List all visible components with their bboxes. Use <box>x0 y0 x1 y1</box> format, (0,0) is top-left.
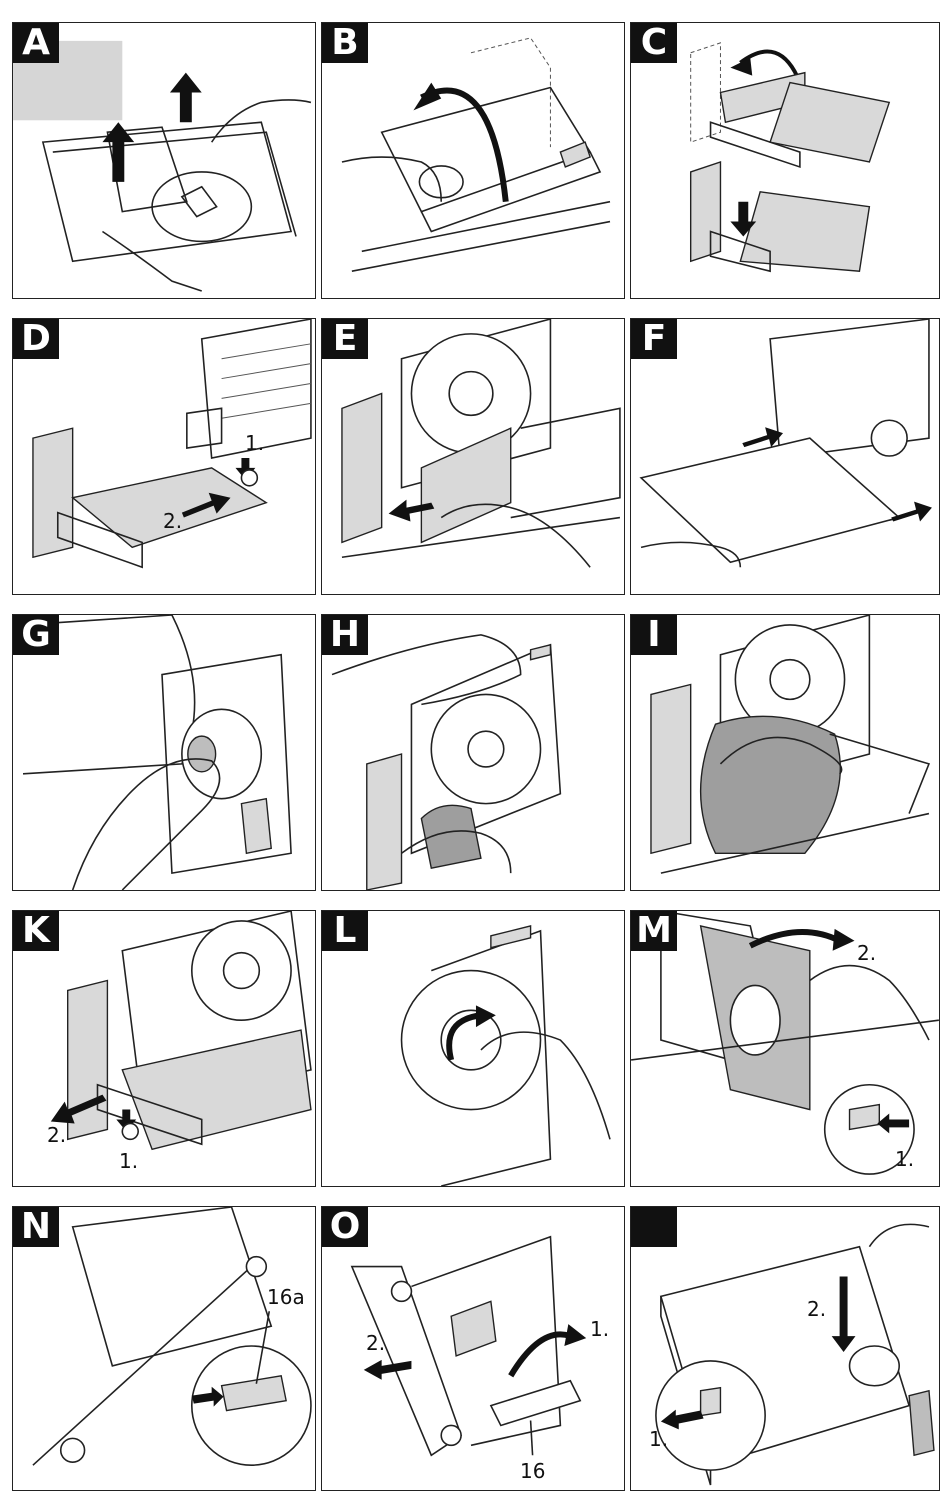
panel-g: G <box>12 614 316 891</box>
step-label: 1. <box>649 1427 668 1451</box>
illustration-unscrew-blade <box>322 911 624 1186</box>
step-label: 1. <box>119 1149 138 1173</box>
panel-k: K 2. 1. <box>12 910 316 1187</box>
part-number-label: 16a <box>267 1285 305 1309</box>
panel-letter: H <box>322 615 368 655</box>
panel-letter: M <box>631 911 677 951</box>
step-label: 2. <box>366 1331 385 1355</box>
panel-letter: F <box>631 319 677 359</box>
step-label: 2. <box>857 941 876 965</box>
panel-letter: C <box>631 23 677 63</box>
step-label: 2. <box>47 1123 66 1147</box>
panel-m: M 2. 1. <box>630 910 940 1187</box>
panel-c: C <box>630 22 940 299</box>
illustration-open-slicer-cover <box>322 23 624 298</box>
step-label: 2. <box>807 1297 826 1321</box>
panel-o: O 1. 2. 16 <box>321 1206 625 1491</box>
panel-letter: B <box>322 23 368 63</box>
panel-letter <box>631 1207 677 1247</box>
panel-letter: G <box>13 615 59 655</box>
panel-a: A <box>12 22 316 299</box>
illustration-lift-blade-cover <box>13 23 315 298</box>
step-label: 1. <box>895 1147 914 1171</box>
illustration-attach-carriage <box>13 319 315 594</box>
panel-f: F <box>630 318 940 595</box>
illustration-remove-blade-guard <box>631 911 939 1186</box>
illustration-release-lever-16a <box>13 1207 315 1490</box>
illustration-press-switch <box>322 615 624 890</box>
illustration-attach-tray <box>631 319 939 594</box>
panel-letter: L <box>322 911 368 951</box>
panel-l: L <box>321 910 625 1187</box>
step-label: 1. <box>590 1317 609 1341</box>
panel-h: H <box>321 614 625 891</box>
panel-d: D 1. 2. <box>12 318 316 595</box>
panel-letter: D <box>13 319 59 359</box>
panel-letter: E <box>322 319 368 359</box>
illustration-close-cover <box>631 1207 939 1490</box>
panel-letter: K <box>13 911 59 951</box>
panel-n: N 16a <box>12 1206 316 1491</box>
step-label: 1. <box>245 431 264 455</box>
panel-i: I <box>630 614 940 891</box>
illustration-assemble-carriage-stop <box>631 23 939 298</box>
panel-b: B <box>321 22 625 299</box>
illustration-insert-blade-knob <box>13 615 315 890</box>
panel-p: 2. 1. <box>630 1206 940 1491</box>
illustration-attach-food-holder <box>322 319 624 594</box>
panel-letter: O <box>322 1207 368 1247</box>
panel-letter: A <box>13 23 59 63</box>
panel-e: E <box>321 318 625 595</box>
step-label: 2. <box>163 509 182 533</box>
panel-letter: N <box>13 1207 59 1247</box>
part-number-label: 16 <box>520 1459 545 1483</box>
illustration-slice-food <box>631 615 939 890</box>
panel-letter: I <box>631 615 677 655</box>
